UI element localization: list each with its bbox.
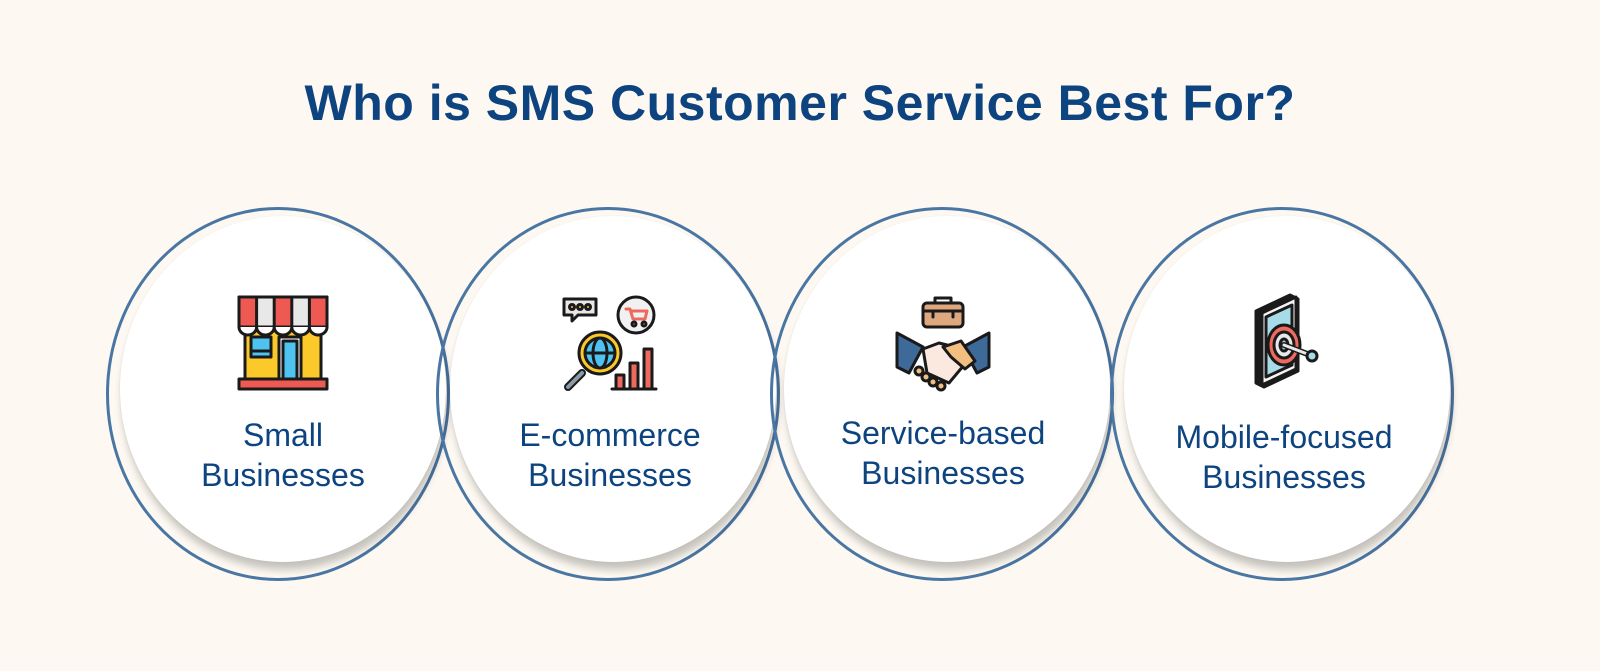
card-label-line1: Mobile-focused — [1175, 419, 1393, 455]
handshake-briefcase-icon — [895, 296, 991, 392]
card-label-line1: E-commerce — [519, 417, 701, 453]
card-label-line1: Small — [242, 417, 323, 453]
ecommerce-search-globe-cart-chart-icon — [562, 295, 658, 391]
card-ring — [1110, 207, 1454, 581]
card-label-line2: Businesses — [1202, 459, 1366, 495]
mobile-target-icon — [1254, 293, 1319, 389]
card-disc — [1124, 216, 1450, 562]
card-label-line2: Businesses — [861, 455, 1025, 491]
storefront-icon — [237, 295, 329, 391]
card-label: Mobile-focused Businesses — [1134, 417, 1434, 497]
card-label: Small Businesses — [133, 415, 433, 495]
card-disc — [784, 216, 1110, 562]
card-label-line1: Service-based — [840, 415, 1046, 451]
card-label-line2: Businesses — [528, 457, 692, 493]
card-label-line2: Businesses — [201, 457, 365, 493]
card-label: E-commerce Businesses — [460, 415, 760, 495]
page-title: Who is SMS Customer Service Best For? — [304, 75, 1296, 131]
card-label: Service-based Businesses — [793, 413, 1093, 493]
